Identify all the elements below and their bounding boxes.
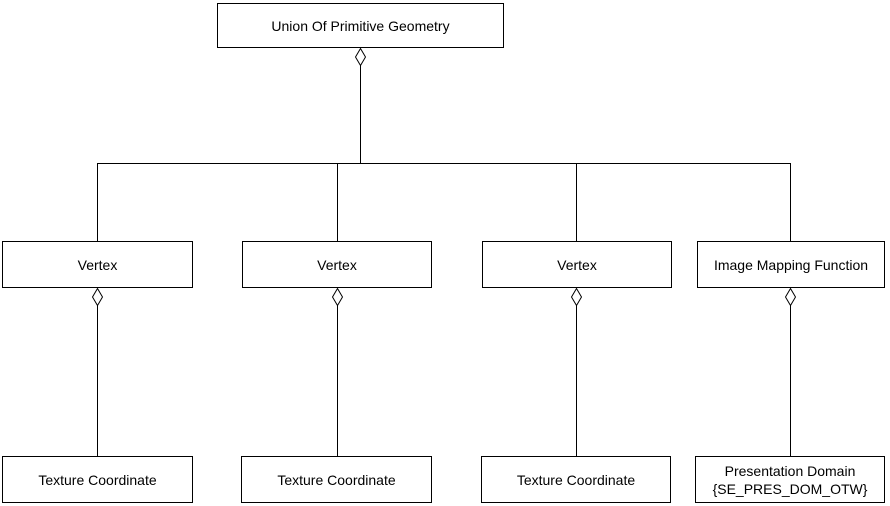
node-label: Vertex (317, 256, 357, 273)
node-label: Union Of Primitive Geometry (271, 17, 450, 34)
aggregation-diamond-icon (92, 288, 103, 306)
aggregation-diamond-icon (785, 288, 796, 306)
node-texture-coordinate-2: Texture Coordinate (241, 456, 432, 503)
node-label: Texture Coordinate (38, 471, 157, 488)
node-vertex-3: Vertex (482, 241, 672, 288)
connector-line (97, 305, 98, 456)
node-label: Texture Coordinate (277, 471, 396, 488)
node-vertex-2: Vertex (242, 241, 432, 288)
node-texture-coordinate-3: Texture Coordinate (481, 456, 671, 503)
node-vertex-1: Vertex (2, 241, 193, 288)
connector-line (337, 305, 338, 456)
connector-line (576, 305, 577, 456)
connector-line (576, 163, 577, 241)
aggregation-diamond-icon (355, 48, 366, 66)
node-label: Texture Coordinate (516, 471, 636, 488)
connector-line (97, 163, 98, 241)
trunk-line (360, 65, 361, 163)
aggregation-diamond-icon (332, 288, 343, 306)
connector-line (790, 163, 791, 241)
node-label-line1: Presentation Domain (724, 462, 856, 479)
connector-line (790, 305, 791, 456)
node-presentation-domain: Presentation Domain {SE_PRES_DOM_OTW} (695, 456, 885, 503)
connector-line (337, 163, 338, 241)
node-label: Vertex (77, 256, 118, 273)
node-union-of-primitive-geometry: Union Of Primitive Geometry (217, 3, 504, 48)
node-label-line2: {SE_PRES_DOM_OTW} (712, 480, 868, 497)
node-label: Image Mapping Function (713, 256, 869, 273)
bus-line (97, 163, 791, 164)
aggregation-diamond-icon (571, 288, 582, 306)
node-image-mapping-function: Image Mapping Function (697, 241, 885, 288)
node-label: Vertex (557, 256, 597, 273)
node-texture-coordinate-1: Texture Coordinate (2, 456, 193, 503)
